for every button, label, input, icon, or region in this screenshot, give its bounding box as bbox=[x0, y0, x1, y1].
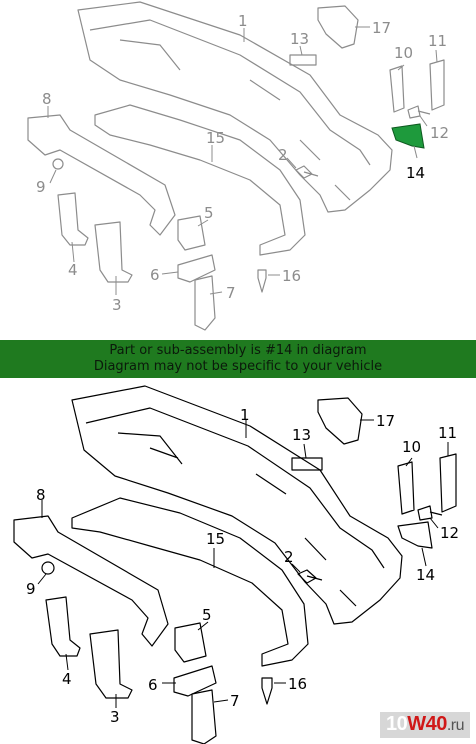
callout-9: 9 bbox=[36, 178, 46, 196]
callout-13: 13 bbox=[292, 426, 311, 444]
callout-11: 11 bbox=[438, 424, 457, 442]
part-14-trim bbox=[397, 521, 433, 549]
part-2-bolt bbox=[295, 165, 319, 179]
part-4-bracket bbox=[57, 192, 89, 246]
callout-3: 3 bbox=[110, 708, 120, 726]
watermark-part-1: 10 bbox=[385, 713, 408, 735]
callout-6: 6 bbox=[150, 266, 160, 284]
part-6-mount bbox=[173, 665, 217, 697]
info-banner: Part or sub-assembly is #14 in diagram D… bbox=[0, 340, 476, 378]
part-6-mount bbox=[177, 254, 216, 283]
callout-2: 2 bbox=[284, 548, 294, 566]
banner-line-2: Diagram may not be specific to your vehi… bbox=[93, 359, 383, 374]
callout-16: 16 bbox=[282, 267, 301, 285]
part-8-bracket bbox=[27, 114, 176, 236]
part-10-trim bbox=[389, 65, 405, 113]
part-17-bracket bbox=[317, 397, 363, 445]
callout-16: 16 bbox=[288, 675, 307, 693]
watermark-logo: 10W40.ru bbox=[379, 712, 470, 738]
part-3-bracket bbox=[94, 221, 133, 283]
part-1-inner-edge bbox=[89, 19, 371, 166]
callout-4: 4 bbox=[62, 670, 72, 688]
callout-17: 17 bbox=[372, 19, 391, 37]
part-2-bolt bbox=[297, 569, 323, 584]
callout-14: 14 bbox=[406, 164, 425, 182]
callout-15: 15 bbox=[206, 530, 225, 548]
part-17-bracket bbox=[317, 5, 359, 49]
part-13-pad bbox=[291, 457, 323, 471]
watermark-part-2: W40 bbox=[407, 713, 447, 735]
part-11-trim bbox=[429, 59, 445, 111]
callout-8: 8 bbox=[42, 90, 52, 108]
callout-1: 1 bbox=[240, 406, 250, 424]
callout-6: 6 bbox=[148, 676, 158, 694]
part-1-detail bbox=[117, 432, 357, 607]
part-5-bracket bbox=[177, 215, 206, 251]
part-12-screw bbox=[407, 105, 431, 119]
part-10-trim bbox=[397, 461, 415, 515]
part-15-reinforcement bbox=[94, 104, 306, 256]
callout-1: 1 bbox=[238, 12, 248, 30]
part-9-clip bbox=[52, 158, 64, 170]
part-1-detail bbox=[119, 39, 351, 201]
callout-15: 15 bbox=[206, 129, 225, 147]
callout-14: 14 bbox=[416, 566, 435, 584]
callout-7: 7 bbox=[230, 692, 240, 710]
top-diagram: 1 2 3 4 5 6 7 8 9 10 11 12 13 14 15 16 1… bbox=[0, 0, 476, 340]
callout-12: 12 bbox=[440, 524, 459, 542]
part-7-bracket bbox=[194, 275, 216, 331]
part-16-pin bbox=[261, 677, 273, 705]
part-7-bracket bbox=[191, 689, 217, 744]
part-8-bracket bbox=[13, 515, 169, 647]
callout-10: 10 bbox=[394, 44, 413, 62]
banner-line-1: Part or sub-assembly is #14 in diagram bbox=[109, 343, 367, 358]
watermark-part-3: .ru bbox=[446, 717, 465, 734]
part-16-pin bbox=[257, 269, 267, 293]
callout-12: 12 bbox=[430, 124, 449, 142]
part-13-pad bbox=[289, 54, 317, 66]
part-11-trim bbox=[439, 453, 457, 513]
callout-7: 7 bbox=[226, 284, 236, 302]
part-1-bumper-cover bbox=[71, 385, 403, 625]
part-12-screw bbox=[417, 505, 443, 521]
callout-4: 4 bbox=[68, 261, 78, 279]
bottom-diagram: 1 2 3 4 5 6 7 8 9 10 11 12 13 14 15 16 1… bbox=[0, 378, 476, 744]
callout-2: 2 bbox=[278, 146, 288, 164]
callout-13: 13 bbox=[290, 30, 309, 48]
part-14-highlight bbox=[391, 123, 425, 149]
part-4-bracket bbox=[45, 596, 81, 657]
callout-8: 8 bbox=[36, 486, 46, 504]
callout-9: 9 bbox=[26, 580, 36, 598]
part-5-bracket bbox=[174, 622, 207, 663]
part-3-bracket bbox=[89, 629, 133, 699]
callout-17: 17 bbox=[376, 412, 395, 430]
callout-3: 3 bbox=[112, 296, 122, 314]
part-1-bumper-cover bbox=[77, 1, 393, 213]
part-15-reinforcement bbox=[71, 497, 309, 667]
callout-10: 10 bbox=[402, 438, 421, 456]
callout-5: 5 bbox=[204, 204, 214, 222]
callout-11: 11 bbox=[428, 32, 447, 50]
part-9-clip bbox=[41, 561, 55, 575]
callout-5: 5 bbox=[202, 606, 212, 624]
part-1-inner-edge bbox=[85, 407, 385, 569]
